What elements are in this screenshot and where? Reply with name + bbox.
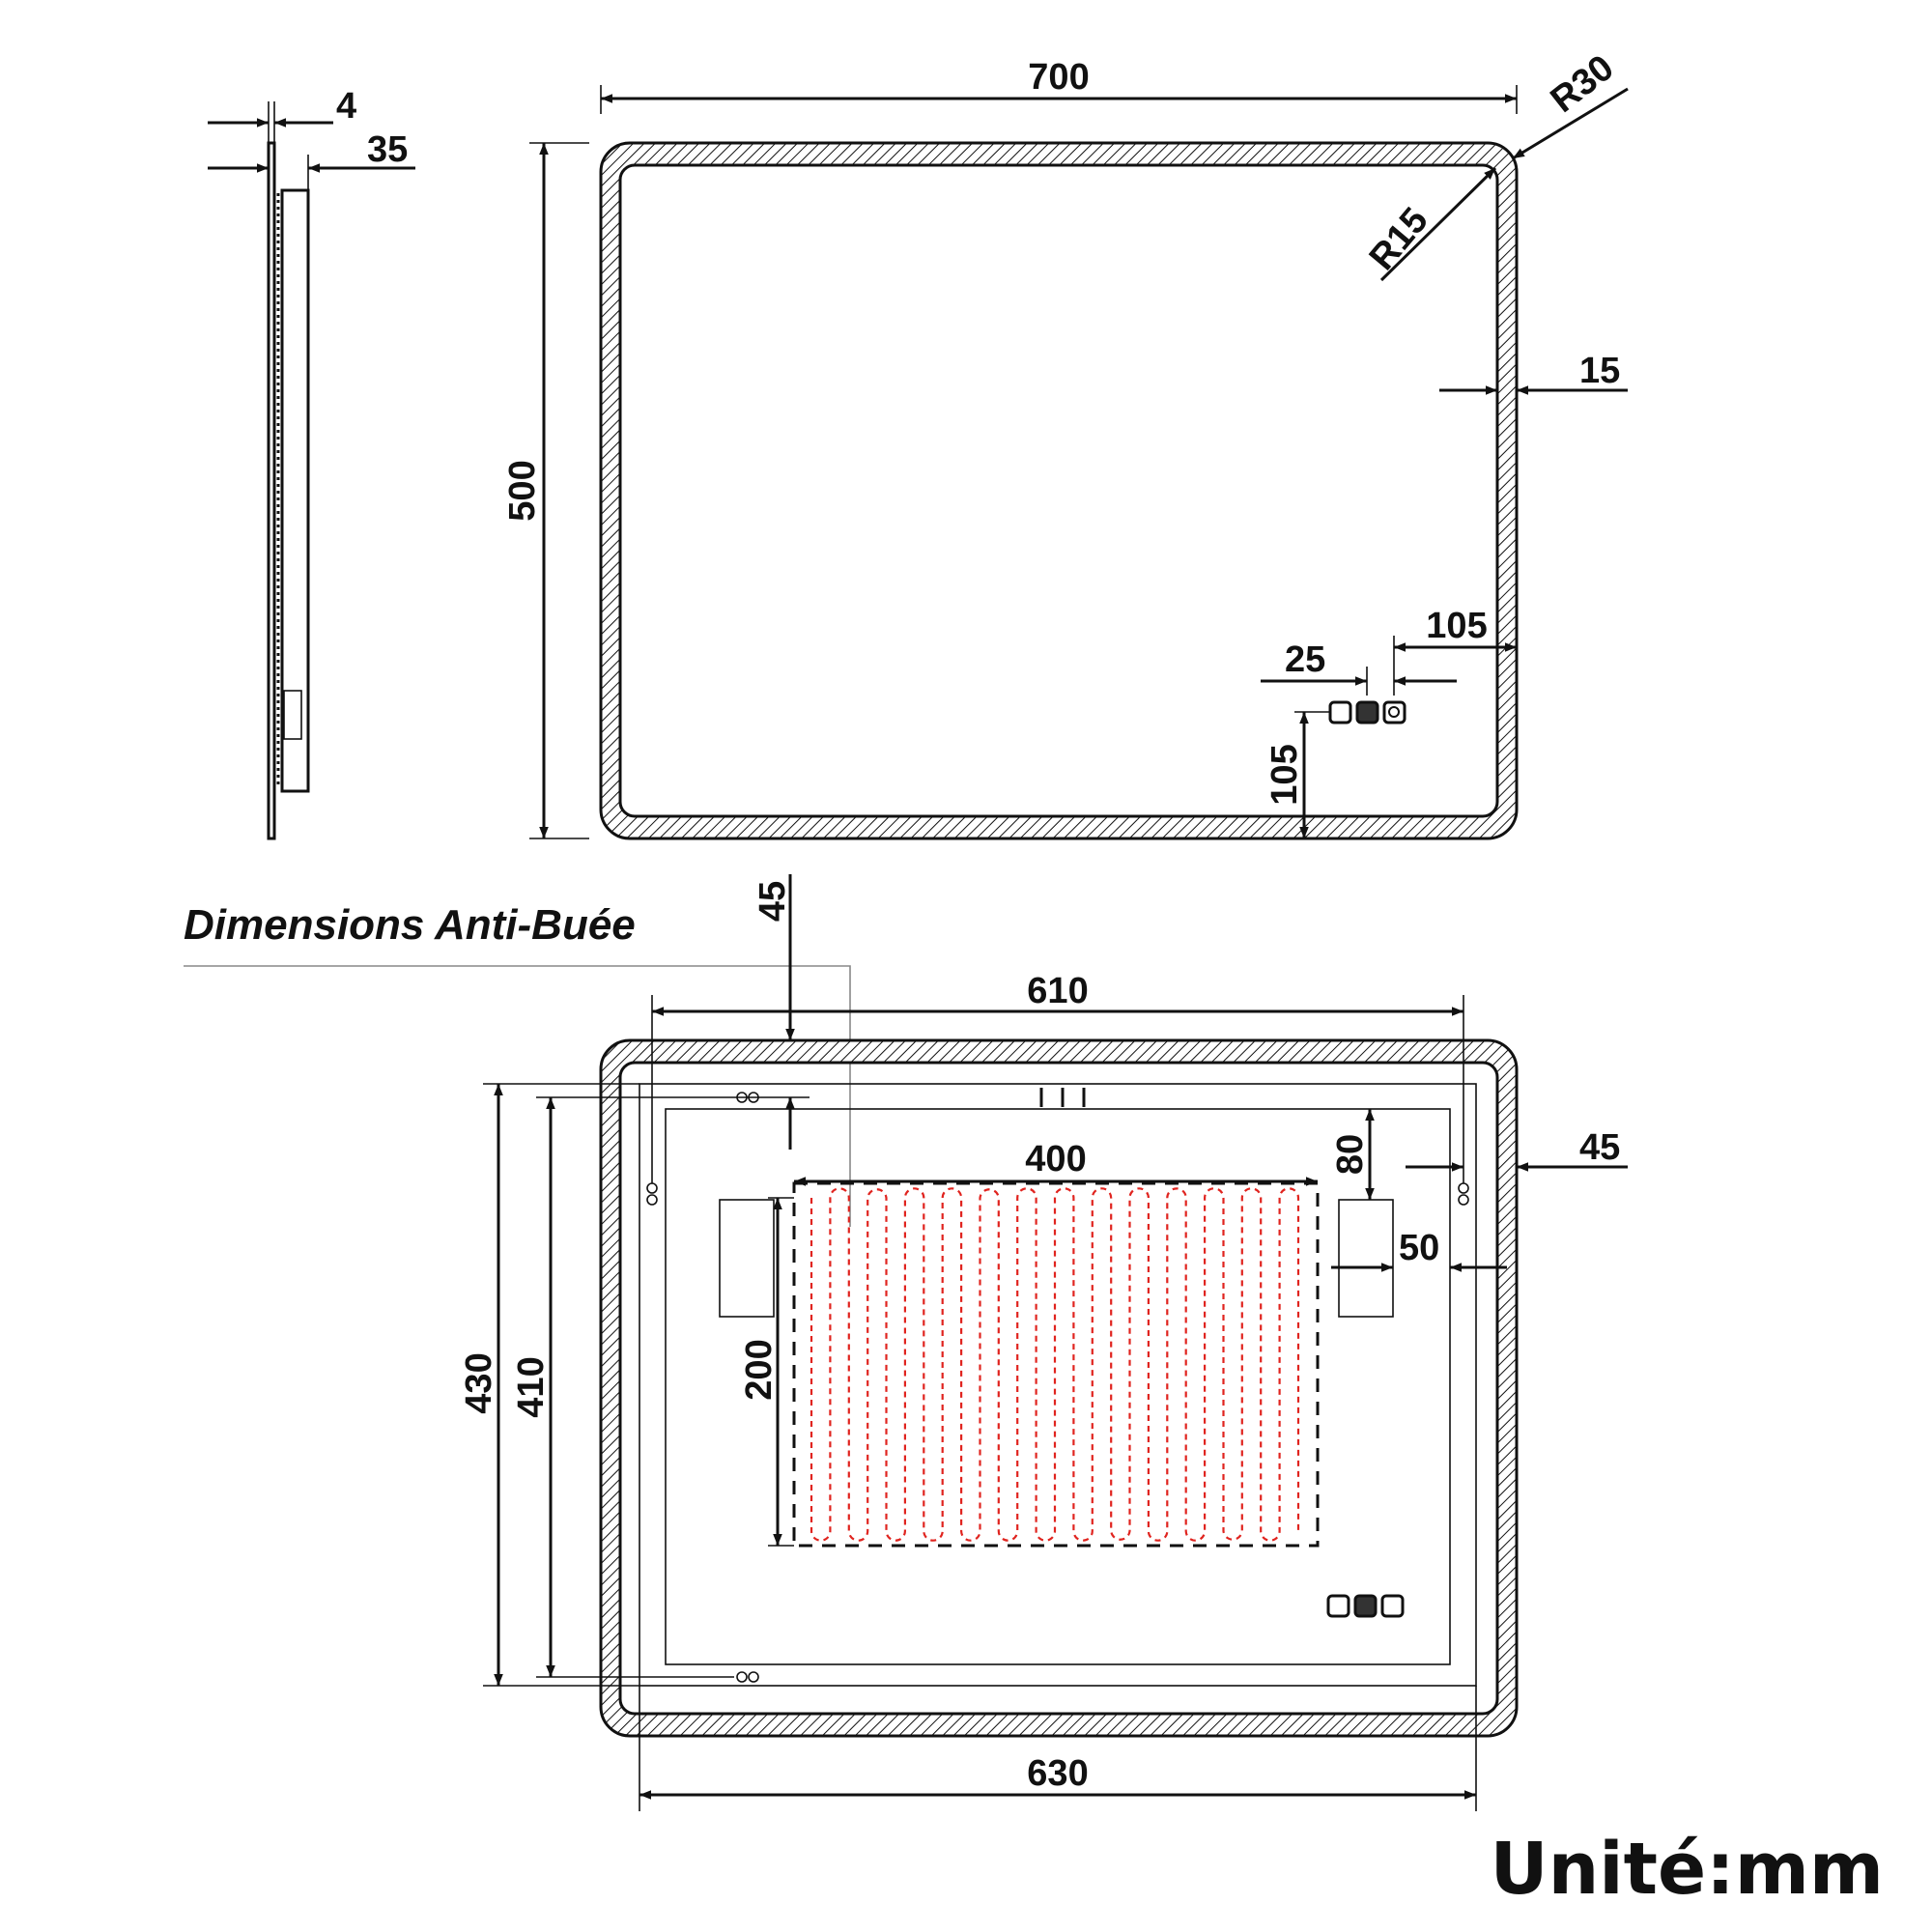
back-panel-inner xyxy=(665,1108,1451,1665)
driver-box-right xyxy=(1338,1199,1394,1318)
dim-bottom-width: 630 xyxy=(1027,1753,1088,1794)
dim-pad-width: 400 xyxy=(1025,1139,1086,1179)
dim-switch-gap: 25 xyxy=(1285,639,1325,680)
dim-frame-width: 15 xyxy=(1579,351,1620,391)
heating-element xyxy=(810,1187,1300,1542)
dim-box-offset: 50 xyxy=(1399,1228,1439,1268)
dim-side-depth: 35 xyxy=(367,129,408,170)
dim-pad-height: 200 xyxy=(739,1339,780,1400)
switch-icon xyxy=(1380,1594,1405,1618)
switch-icon xyxy=(1353,1594,1378,1618)
dim-inner-radius: R15 xyxy=(1362,200,1436,277)
side-body xyxy=(280,188,310,793)
section-title: Dimensions Anti-Buée xyxy=(184,901,636,949)
front-view: 700 500 R30 R15 15 105 25 xyxy=(502,47,1629,840)
hook-icon xyxy=(736,1671,759,1683)
top-connector xyxy=(1039,1088,1086,1107)
dim-top-gap: 80 xyxy=(1330,1134,1371,1175)
dim-side-offset: 45 xyxy=(1579,1127,1620,1168)
side-view: 4 35 xyxy=(208,86,415,840)
dim-side-glass: 4 xyxy=(336,86,356,127)
hook-icon xyxy=(646,1182,658,1206)
dim-back-height-outer: 430 xyxy=(459,1352,499,1413)
side-switch xyxy=(283,690,302,740)
heating-wire xyxy=(810,1187,1300,1542)
dim-top-offset: 45 xyxy=(753,881,793,922)
dim-switch-right: 105 xyxy=(1426,606,1487,646)
switch-icon xyxy=(1326,1594,1350,1618)
side-glass xyxy=(267,141,276,840)
back-view: 610 45 400 45 80 50 200 430 41 xyxy=(459,874,1628,1811)
title-leader xyxy=(184,965,851,1227)
unit-label: Unité:mm xyxy=(1490,1828,1884,1911)
dim-height: 500 xyxy=(502,460,543,521)
switch-icon xyxy=(1328,700,1352,724)
back-switches xyxy=(1326,1594,1405,1618)
dim-switch-bottom: 105 xyxy=(1264,744,1305,805)
dim-back-width: 610 xyxy=(1027,971,1088,1011)
dim-width: 700 xyxy=(1028,57,1089,98)
dim-back-height-inner: 410 xyxy=(511,1356,552,1417)
hook-icon xyxy=(1458,1182,1469,1206)
driver-box-left xyxy=(719,1199,775,1318)
touch-switches xyxy=(1328,700,1406,724)
switch-icon xyxy=(1382,700,1406,724)
switch-icon xyxy=(1355,700,1379,724)
anti-fog-pad xyxy=(792,1181,1320,1548)
back-panel-outer xyxy=(639,1083,1477,1687)
back-frame xyxy=(599,1038,1519,1738)
dim-outer-radius: R30 xyxy=(1544,47,1622,121)
